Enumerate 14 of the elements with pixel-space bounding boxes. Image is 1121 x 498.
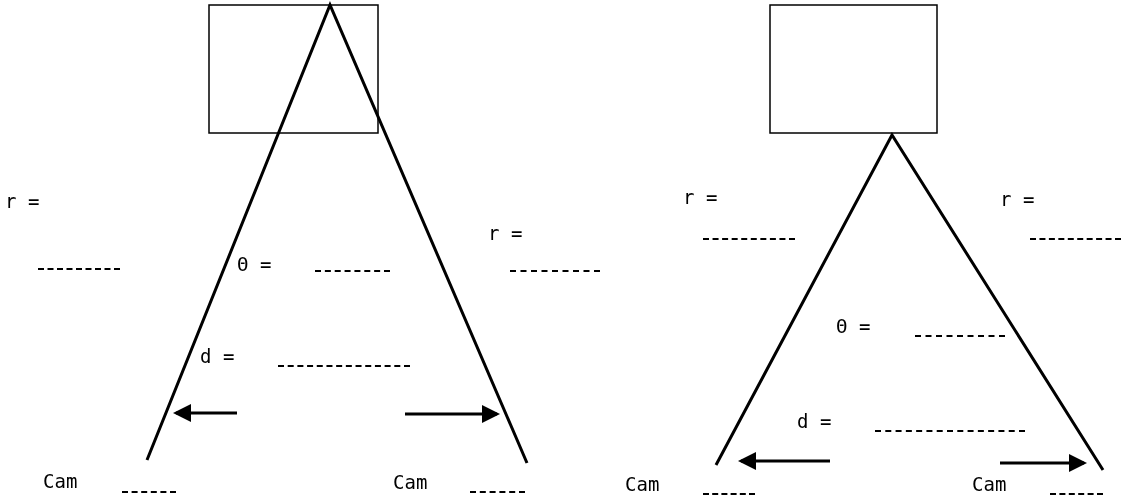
- variable-label: Cam: [393, 471, 428, 493]
- variable-label: d =: [797, 410, 832, 432]
- rectangle-outline: [208, 4, 379, 134]
- variable-label: r =: [1000, 188, 1035, 210]
- variable-label: r =: [488, 222, 523, 244]
- variable-label: d =: [200, 345, 235, 367]
- variable-label: Cam: [972, 473, 1007, 495]
- variable-label: r =: [5, 190, 40, 212]
- variable-label: r =: [683, 186, 718, 208]
- variable-label: Cam: [625, 473, 660, 495]
- variable-label: Θ =: [836, 315, 871, 337]
- variable-label: Cam: [43, 470, 78, 492]
- rectangle-outline: [769, 4, 938, 134]
- variable-label: Θ =: [237, 253, 272, 275]
